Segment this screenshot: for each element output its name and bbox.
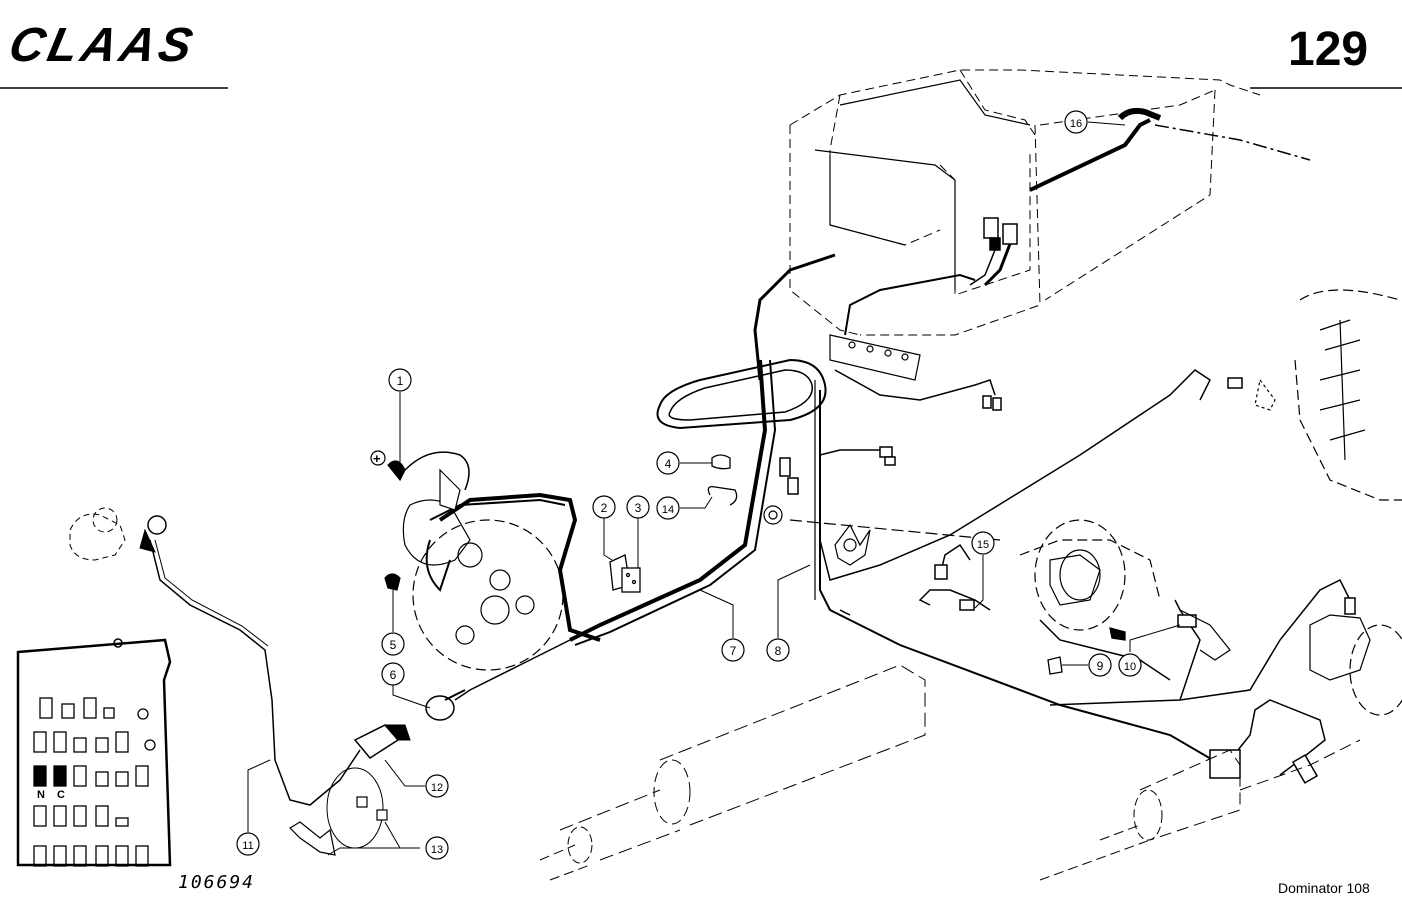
- battery-cable: [139, 515, 361, 806]
- callout-13-label: 13: [431, 844, 443, 856]
- callout-5-label: 5: [390, 638, 397, 652]
- alternator: [1019, 519, 1161, 631]
- battery-outline: [69, 507, 126, 561]
- callout-14[interactable]: 14: [656, 496, 680, 520]
- fan-assembly: [763, 505, 1001, 566]
- cab-outline: [789, 69, 1261, 336]
- callout-11-label: 11: [242, 840, 253, 852]
- callout-7-label: 7: [730, 644, 737, 658]
- callout-6[interactable]: 6: [381, 662, 405, 686]
- terminal-bar: [829, 334, 921, 381]
- callout-1-label: 1: [397, 374, 404, 388]
- hose-16: [1117, 107, 1162, 121]
- socket-12: [289, 724, 411, 856]
- callout-6-label: 6: [390, 668, 397, 682]
- callout-2-label: 2: [601, 501, 608, 515]
- callout-9-label: 9: [1097, 659, 1104, 673]
- callout-3[interactable]: 3: [626, 495, 650, 519]
- callout-2[interactable]: 2: [592, 495, 616, 519]
- callout-8-label: 8: [775, 644, 782, 658]
- model-name: Dominator 108: [1278, 880, 1370, 896]
- page-number: 129: [1288, 23, 1369, 76]
- callout-3-label: 3: [635, 501, 642, 515]
- callout-4-label: 4: [665, 457, 672, 471]
- part-icons: [609, 454, 1126, 675]
- callout-7[interactable]: 7: [721, 638, 745, 662]
- right-wheel: [1179, 289, 1402, 716]
- callout-9[interactable]: 9: [1088, 653, 1112, 677]
- callout-15-label: 15: [977, 539, 989, 551]
- callout-11[interactable]: 11: [236, 832, 260, 856]
- callout-16-label: 16: [1070, 118, 1082, 130]
- callout-1[interactable]: 1: [388, 368, 412, 392]
- main-harness: [425, 253, 1351, 776]
- callout-13[interactable]: 13: [425, 836, 449, 860]
- starter-flywheel: [384, 451, 564, 671]
- callout-8[interactable]: 8: [766, 638, 790, 662]
- leader-lines: [247, 121, 1181, 856]
- cable-16: [1029, 118, 1151, 192]
- drawing-number: 106694: [178, 872, 256, 893]
- engine-block: [814, 79, 1031, 290]
- cab-connectors: [969, 217, 1018, 287]
- fuse-label-n: N: [37, 789, 45, 801]
- positive-symbol-ring: [370, 450, 386, 466]
- harness-connectors: [779, 377, 1356, 784]
- callout-16[interactable]: 16: [1064, 110, 1088, 134]
- cable-16-extension: [1154, 124, 1311, 161]
- callout-10-label: 10: [1124, 661, 1136, 673]
- fuse-label-c: C: [57, 789, 65, 801]
- fuse-panel-outline: [16, 638, 172, 867]
- lower-cylinders: [539, 664, 1361, 881]
- callout-14-label: 14: [662, 504, 674, 516]
- plug-6: [425, 689, 466, 721]
- callout-4[interactable]: 4: [656, 451, 680, 475]
- callout-12[interactable]: 12: [425, 774, 449, 798]
- callout-15[interactable]: 15: [971, 531, 995, 555]
- callout-5[interactable]: 5: [381, 632, 405, 656]
- fuse-panel: [16, 638, 172, 867]
- positive-symbol: +: [373, 451, 381, 466]
- callout-10[interactable]: 10: [1118, 653, 1142, 677]
- callout-12-label: 12: [431, 782, 443, 794]
